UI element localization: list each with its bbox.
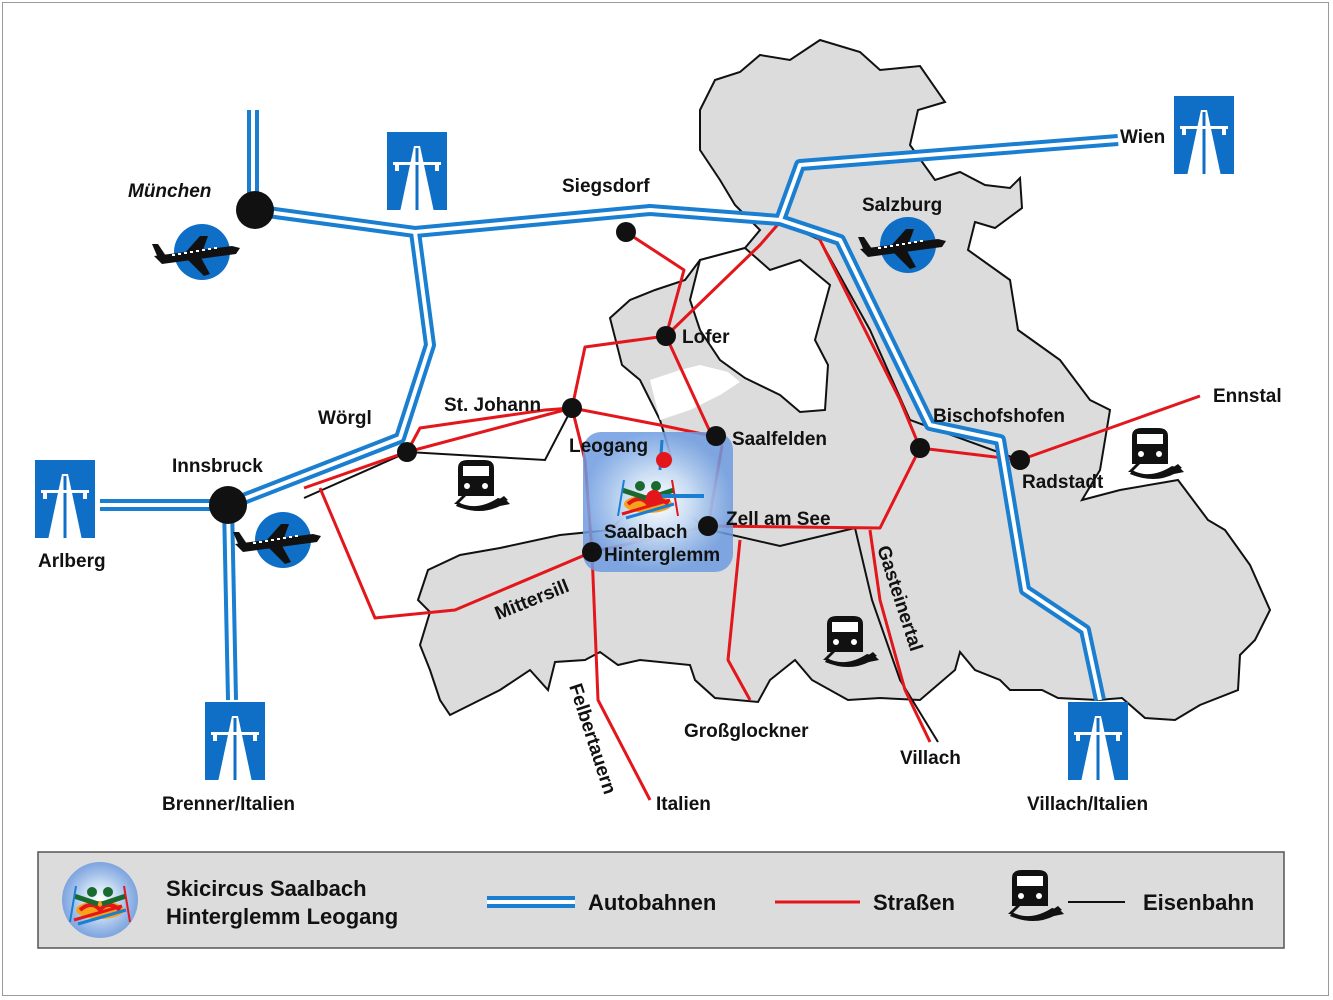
label-grossglockner: Großglockner: [684, 721, 809, 742]
legend: Skicircus Saalbach Hinterglemm Leogang A…: [37, 851, 1285, 949]
motorway-sign-icon: [35, 460, 95, 542]
legend-skicircus-line2: Hinterglemm Leogang: [166, 904, 398, 929]
train-icon: [454, 460, 510, 511]
label-lofer: Lofer: [682, 327, 730, 348]
region-cutout-2: [650, 365, 740, 420]
city-dot-muenchen: [236, 191, 274, 229]
legend-strassen: Straßen: [873, 890, 955, 915]
saalbach-resort-dot: [646, 490, 662, 506]
label-arlberg: Arlberg: [38, 551, 106, 572]
label-st-johann: St. Johann: [444, 395, 541, 416]
city-dots: [209, 191, 1030, 562]
city-dot-st-johann: [562, 398, 582, 418]
motorway-sign-icon: [1174, 96, 1234, 178]
legend-box: [37, 851, 1285, 949]
city-dot-innsbruck: [209, 486, 247, 524]
legend-eisenbahn: Eisenbahn: [1143, 890, 1254, 915]
city-dot-zell-am-see: [698, 516, 718, 536]
label-saalfelden: Saalfelden: [732, 429, 827, 450]
label-italien: Italien: [656, 794, 711, 815]
city-dot-siegsdorf: [616, 222, 636, 242]
region-cutout: [688, 246, 832, 414]
label-hinterglemm: Hinterglemm: [604, 545, 720, 566]
train-icon: [1128, 428, 1184, 479]
legend-skicircus-line1: Skicircus Saalbach: [166, 876, 367, 901]
airplane-icon: [152, 224, 240, 280]
label-villach: Villach: [900, 748, 961, 769]
label-felbertauern: Felbertauern: [564, 681, 620, 797]
label-brenner-italien: Brenner/Italien: [162, 794, 295, 815]
label-woergl: Wörgl: [318, 408, 372, 429]
leogang-resort-dot: [656, 452, 672, 468]
label-bischofshofen: Bischofshofen: [933, 406, 1065, 427]
motorway-sign-icon: [205, 702, 265, 784]
label-villach-italien: Villach/Italien: [1027, 794, 1148, 815]
city-dot-lofer: [656, 326, 676, 346]
label-leogang: Leogang: [569, 436, 648, 457]
label-ennstal: Ennstal: [1213, 386, 1282, 407]
label-siegsdorf: Siegsdorf: [562, 176, 650, 197]
label-wien: Wien: [1120, 127, 1165, 148]
label-zell-am-see: Zell am See: [726, 509, 831, 530]
legend-autobahnen: Autobahnen: [588, 890, 716, 915]
label-radstadt: Radstadt: [1022, 472, 1104, 493]
city-dot-hinterglemm: [582, 542, 602, 562]
label-innsbruck: Innsbruck: [172, 456, 263, 477]
city-dot-saalfelden: [706, 426, 726, 446]
city-dot-woergl: [397, 442, 417, 462]
label-muenchen: München: [128, 181, 211, 202]
motorway-sign-icon: [387, 132, 447, 214]
motorway-sign-icon: [1068, 702, 1128, 784]
city-dot-radstadt: [1010, 450, 1030, 470]
city-dot-bischofshofen: [910, 438, 930, 458]
airplane-icon: [233, 512, 321, 568]
label-saalbach: Saalbach: [604, 522, 687, 543]
label-salzburg: Salzburg: [862, 195, 942, 216]
